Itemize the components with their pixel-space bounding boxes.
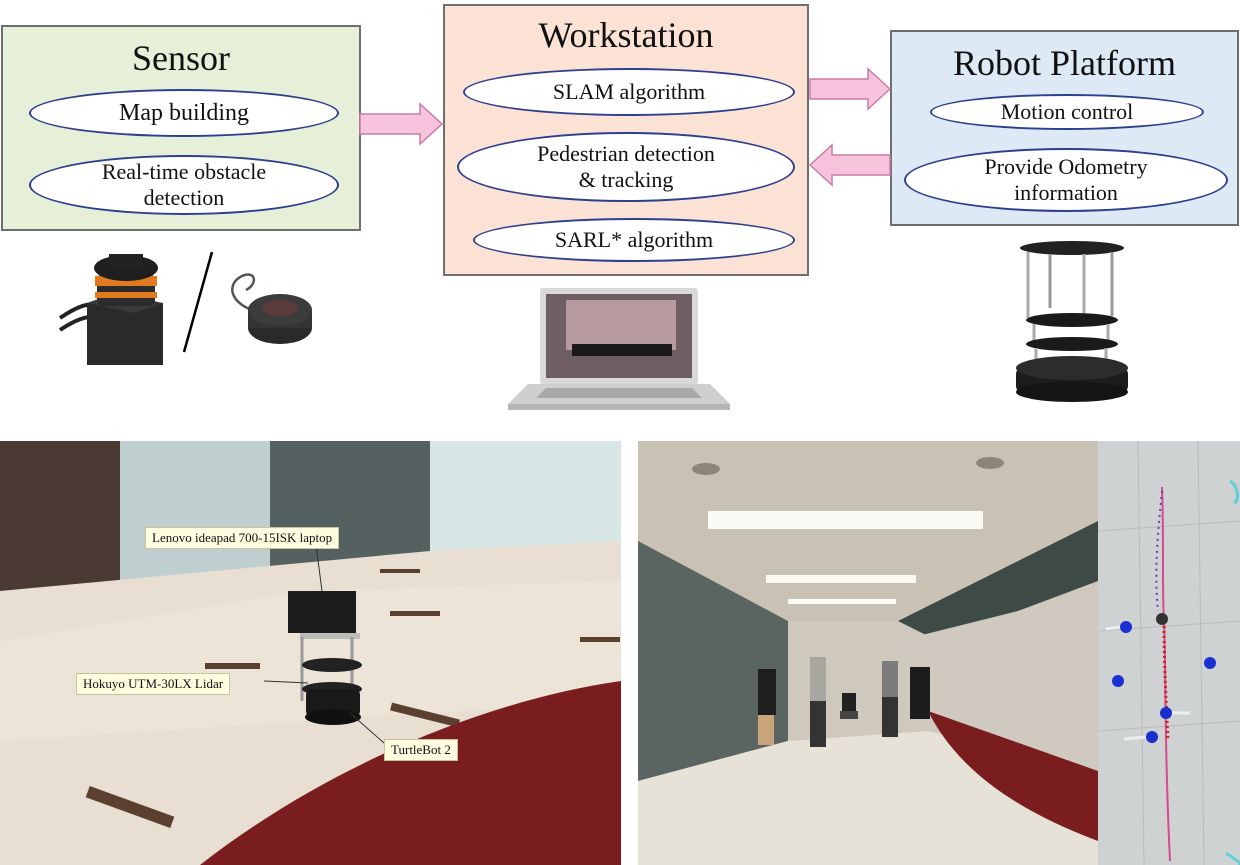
motion-control-ellipse: Motion control — [930, 94, 1204, 130]
pedestrian-label: Pedestrian detection & tracking — [537, 140, 715, 192]
odometry-ellipse: Provide Odometry information — [904, 148, 1228, 212]
turtlebot-callout: TurtleBot 2 — [384, 739, 458, 761]
obstacle-detection-ellipse: Real-time obstacle detection — [29, 155, 339, 215]
motion-control-label: Motion control — [1000, 98, 1134, 124]
robot-platform-title: Robot Platform — [953, 43, 1176, 83]
rviz-panel — [1098, 441, 1240, 865]
map-building-label: Map building — [119, 99, 249, 126]
rviz-scene — [1098, 441, 1240, 865]
pedestrian-ellipse: Pedestrian detection & tracking — [457, 132, 795, 202]
laptop-callout: Lenovo ideapad 700-15ISK laptop — [145, 527, 340, 549]
sarl-ellipse: SARL* algorithm — [473, 218, 795, 262]
sarl-label: SARL* algorithm — [554, 226, 714, 252]
lidar-callout: Hokuyo UTM-30LX Lidar — [76, 673, 231, 695]
robot-photo-scene — [0, 441, 621, 865]
sensor-to-workstation-arrow — [359, 102, 444, 146]
slam-label: SLAM algorithm — [552, 78, 706, 104]
slam-ellipse: SLAM algorithm — [463, 68, 795, 116]
hokuyo-lidar-icon — [58, 254, 163, 365]
workstation-box: Workstation SLAM algorithm Pedestrian de… — [443, 4, 809, 276]
workstation-to-robot-arrow — [809, 67, 892, 111]
corridor-photo — [638, 441, 1098, 865]
robot-platform-box: Robot Platform Motion control Provide Od… — [890, 30, 1239, 226]
rplidar-icon — [231, 273, 312, 344]
obstacle-detection-label: Real-time obstacle detection — [101, 158, 267, 210]
corridor-scene — [638, 441, 1098, 865]
sensor-title: Sensor — [132, 38, 230, 78]
divider-slash — [182, 251, 214, 353]
map-building-ellipse: Map building — [29, 89, 339, 137]
workstation-title: Workstation — [538, 15, 714, 55]
turtlebot-icon — [1016, 241, 1128, 402]
odometry-label: Provide Odometry information — [984, 153, 1148, 205]
robot-photo: Lenovo ideapad 700-15ISK laptop Hokuyo U… — [0, 441, 621, 865]
sensor-box: Sensor Map building Real-time obstacle d… — [1, 25, 361, 231]
robot-to-workstation-arrow — [808, 143, 891, 187]
laptop-icon — [508, 288, 730, 410]
